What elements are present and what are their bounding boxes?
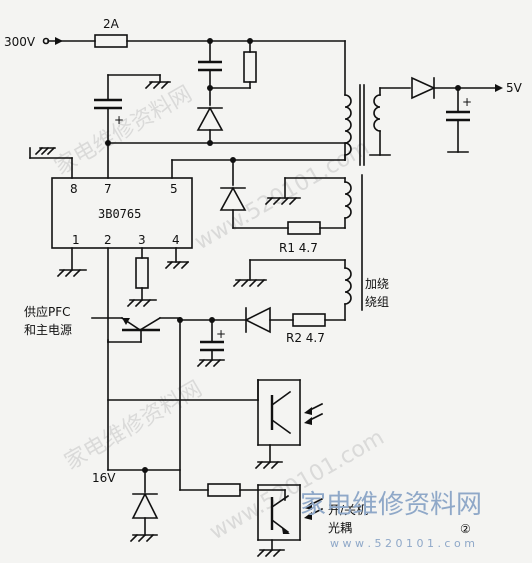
switch-label-1: 开/关机	[328, 503, 368, 517]
brand-block: 家电维修资料网 w w w . 5 2 0 1 0 1 . c o m ②	[300, 490, 482, 550]
ic-pin1-label: 1	[72, 233, 80, 247]
ic-3b0765: 3B0765 8 7 5 1 2 3 4	[51, 177, 193, 249]
pfc-supply-label-2: 和主电源	[24, 323, 72, 337]
light-arrow-icon	[304, 512, 312, 520]
vcc-capacitor: +	[94, 74, 171, 144]
light-arrow-icon	[304, 502, 312, 510]
secondary-winding	[373, 94, 381, 132]
r1-label: R1 4.7	[279, 241, 318, 255]
switch-label-2: 光耦	[328, 521, 352, 535]
watermark-text: 家电维修资料网	[61, 377, 207, 476]
brand-cn-text: 家电维修资料网	[300, 490, 482, 520]
watermark-text: www.520101.com	[191, 135, 374, 255]
snubber-diode	[196, 106, 224, 131]
vcc-cap-plus: +	[114, 113, 124, 127]
output-rectifier-diode	[411, 76, 436, 100]
ic-body	[51, 177, 193, 249]
fuse-label: 2A	[103, 17, 120, 31]
zener-16v: 16V	[92, 467, 181, 543]
ic-pin7-label: 7	[104, 182, 112, 196]
zener-diode	[131, 492, 159, 519]
light-arrow-icon	[304, 407, 312, 415]
output-arrow-icon	[495, 84, 503, 92]
added-winding-label-1: 加绕	[365, 277, 389, 291]
v16-label: 16V	[92, 471, 116, 485]
onoff-optocoupler: 开/关机 光耦	[179, 483, 368, 558]
figure-number: ②	[460, 522, 471, 536]
output-voltage-label: 5V	[506, 81, 523, 95]
aux-winding-coil-1	[344, 181, 352, 219]
input-section: 300V 2A	[4, 17, 346, 96]
added-winding-coil	[344, 267, 352, 305]
pin3-resistor	[135, 257, 149, 289]
brand-url-text: w w w . 5 2 0 1 0 1 . c o m	[330, 537, 475, 550]
output-cap-plus: +	[462, 95, 472, 109]
feedback-optocoupler	[107, 379, 324, 470]
ic-pin2-label: 2	[104, 233, 112, 247]
onoff-resistor	[207, 483, 241, 497]
ic-pin3-label: 3	[138, 233, 146, 247]
input-voltage-label: 300V	[4, 35, 36, 49]
ic-name: 3B0765	[98, 207, 141, 221]
light-arrow-icon	[304, 417, 312, 425]
resistor-r1	[287, 221, 321, 235]
ic-pin8-label: 8	[70, 182, 78, 196]
ic-pin4-label: 4	[172, 233, 180, 247]
transformer-primary	[344, 94, 352, 161]
pfc-supply-label-1: 供应PFC	[24, 304, 71, 319]
added-winding-diode	[244, 306, 271, 334]
filter-cap-plus: +	[216, 327, 226, 341]
resistor-r2	[292, 313, 326, 327]
transistor-arrow-icon	[122, 318, 130, 325]
added-winding: R2 4.7 加绕 绕组	[177, 259, 389, 345]
snubber-resistor	[243, 51, 257, 83]
fuse	[94, 34, 128, 48]
snubber-network	[196, 38, 257, 144]
ic-pin5-label: 5	[170, 182, 178, 196]
r2-label: R2 4.7	[286, 331, 325, 345]
secondary-5v: + 5V	[369, 76, 523, 156]
auxiliary-winding-1: R1 4.7	[219, 159, 352, 255]
added-winding-label-2: 绕组	[365, 295, 389, 309]
